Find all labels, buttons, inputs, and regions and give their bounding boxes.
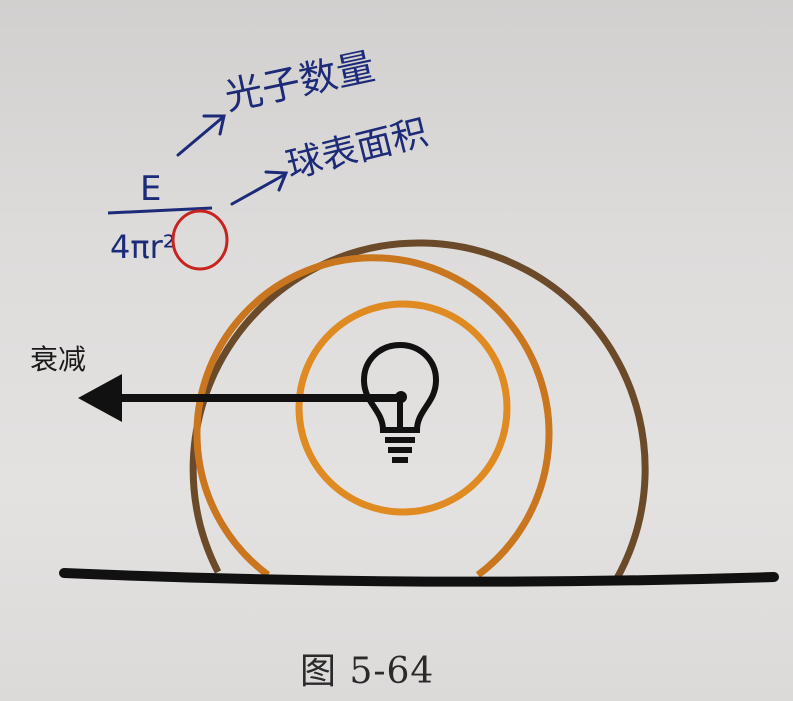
attenuation-label: 衰减 [30, 343, 87, 376]
figure-caption: 图 5-64 [300, 651, 435, 692]
middle-ring [193, 254, 553, 578]
ground-line [59, 568, 779, 587]
arrow-to-sphere-icon [230, 170, 289, 206]
sphere-area-label: 球表面积 [282, 112, 432, 187]
formula-numerator: E [140, 169, 161, 209]
arrow-to-photon-icon [176, 114, 226, 157]
bulb-filament-dot [395, 391, 407, 403]
light-bulb-icon [360, 341, 440, 463]
red-circle-annotation [171, 209, 229, 271]
formula-denominator: 4πr² [110, 228, 176, 266]
arrow-left-icon [78, 374, 402, 422]
photon-count-label: 光子数量 [221, 44, 379, 119]
fraction-bar [107, 206, 213, 215]
inner-ring [295, 300, 511, 516]
